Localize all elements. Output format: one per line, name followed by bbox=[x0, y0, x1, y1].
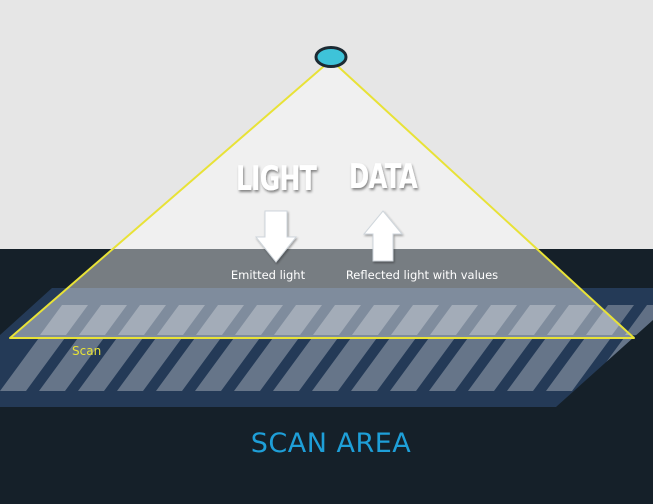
scan-stripe bbox=[0, 339, 65, 391]
scan-stripe bbox=[273, 339, 338, 391]
scan-stripe bbox=[195, 339, 260, 391]
scan-area-title: SCAN AREA bbox=[251, 428, 412, 459]
scan-stripe bbox=[547, 305, 595, 335]
scan-stripe bbox=[79, 305, 127, 335]
scan-stripe bbox=[78, 339, 143, 391]
upper-background bbox=[0, 0, 653, 249]
scan-stripe bbox=[625, 305, 653, 335]
data-label: DATA bbox=[349, 157, 418, 197]
scan-stripe bbox=[313, 305, 361, 335]
scan-stripe bbox=[40, 305, 88, 335]
scan-stripe bbox=[507, 339, 572, 391]
scan-stripe bbox=[39, 339, 104, 391]
scan-stripe bbox=[117, 339, 182, 391]
scan-stripe bbox=[469, 305, 517, 335]
scan-stripe bbox=[274, 305, 322, 335]
scan-stripe bbox=[196, 305, 244, 335]
scan-stripe bbox=[390, 339, 455, 391]
scan-stripe bbox=[429, 339, 494, 391]
light-label: LIGHT bbox=[236, 159, 317, 199]
scan-stripe bbox=[235, 305, 283, 335]
scan-stripe bbox=[351, 339, 416, 391]
scan-stripe bbox=[468, 339, 533, 391]
arrow-down-icon bbox=[254, 210, 298, 263]
scan-stripe bbox=[157, 305, 205, 335]
scan-stripe bbox=[391, 305, 439, 335]
scan-stripe bbox=[352, 305, 400, 335]
scan-stripe bbox=[156, 339, 221, 391]
scan-plane bbox=[0, 288, 653, 407]
scan-stripe bbox=[234, 339, 299, 391]
scan-stripe bbox=[118, 305, 166, 335]
arrow-up-icon bbox=[362, 210, 404, 262]
scan-label: Scan bbox=[72, 344, 101, 358]
emitted-light-caption: Emitted light bbox=[231, 268, 306, 282]
scan-stripe bbox=[546, 339, 611, 391]
reflected-light-caption: Reflected light with values bbox=[346, 268, 498, 282]
sensor-lens-icon bbox=[314, 46, 348, 68]
scan-stripe bbox=[586, 305, 634, 335]
scan-stripe bbox=[430, 305, 478, 335]
scan-stripe bbox=[508, 305, 556, 335]
scan-stripe bbox=[312, 339, 377, 391]
light-cone bbox=[9, 59, 635, 339]
